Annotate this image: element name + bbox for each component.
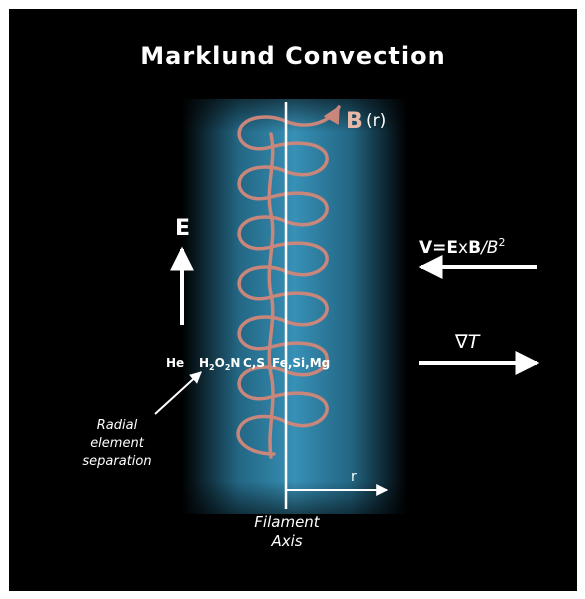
element-fe-si-mg: Fe,Si,Mg (272, 356, 330, 370)
temperature-gradient-label: ∇T (454, 331, 481, 353)
element-o: O (215, 356, 225, 370)
element-h2o2n: H2O2N (199, 356, 240, 372)
velocity-e-symbol: E (446, 238, 458, 258)
helix-up-stroke (267, 132, 275, 459)
diagram-canvas: Marklund Convection (9, 9, 577, 591)
radial-line-3: separation (82, 454, 151, 469)
diagram-title: Marklund Convection (140, 42, 446, 70)
element-o-subscript: 2 (225, 363, 231, 372)
b-field-symbol: B (346, 109, 363, 134)
filament-fade (182, 99, 407, 514)
velocity-equation: V=ExB/B2 (419, 236, 505, 258)
radial-separation-label: Radial element separation (82, 418, 151, 469)
velocity-equals: = (432, 238, 446, 258)
marklund-diagram: r B (r) E V=ExB/B2 ∇T He H2O2N C,S Fe,Si… (82, 99, 540, 550)
velocity-over-b: /B (479, 238, 498, 258)
r-axis-label: r (351, 469, 357, 485)
radial-line-2: element (90, 436, 145, 451)
element-labels: He H2O2N C,S Fe,Si,Mg (166, 356, 330, 372)
axis-line-2: Axis (270, 532, 302, 550)
element-h-subscript: 2 (209, 363, 215, 372)
radial-pointer-arrow-icon (154, 371, 202, 415)
velocity-symbol: V (419, 238, 433, 258)
axis-line-1: Filament (254, 513, 321, 531)
magnetic-helix (236, 105, 341, 456)
element-h: H (199, 356, 209, 370)
b-field-argument: (r) (366, 111, 386, 131)
element-he: He (166, 356, 184, 370)
element-n: N (230, 356, 240, 370)
filament-axis-label: Filament Axis (254, 513, 321, 550)
velocity-exponent: 2 (498, 236, 505, 249)
e-field-label: E (175, 216, 190, 241)
radial-line-1: Radial (97, 418, 138, 433)
element-cs: C,S (243, 356, 265, 370)
velocity-cross: x (458, 238, 468, 258)
velocity-b-symbol: B (468, 238, 481, 258)
